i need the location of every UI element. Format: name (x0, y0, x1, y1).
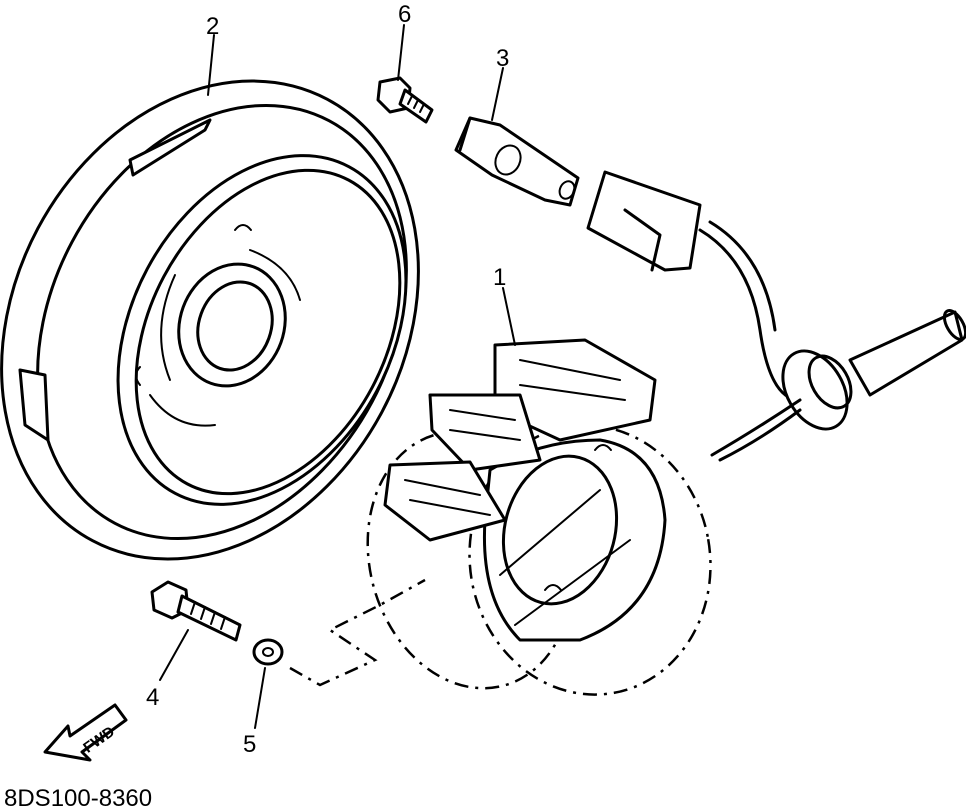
assembly-leader (289, 578, 426, 687)
screw-bolt-4 (150, 580, 242, 642)
callout-5: 5 (243, 731, 256, 758)
diagram-code: 8DS100-8360 (4, 785, 152, 811)
washer-5 (252, 638, 284, 666)
rotor-flywheel (0, 79, 420, 561)
callout-2: 2 (206, 13, 219, 40)
stator-assembly (366, 338, 712, 696)
callout-leaders (159, 24, 516, 729)
fwd-arrow: FWD (43, 703, 128, 762)
callout-3: 3 (496, 45, 509, 72)
pickup-coil-3 (454, 116, 580, 207)
callout-1: 1 (493, 264, 506, 291)
screw-bolt-6 (376, 76, 434, 124)
callout-6: 6 (398, 1, 411, 28)
wire-harness-connector (586, 170, 966, 462)
callout-4: 4 (146, 684, 159, 711)
